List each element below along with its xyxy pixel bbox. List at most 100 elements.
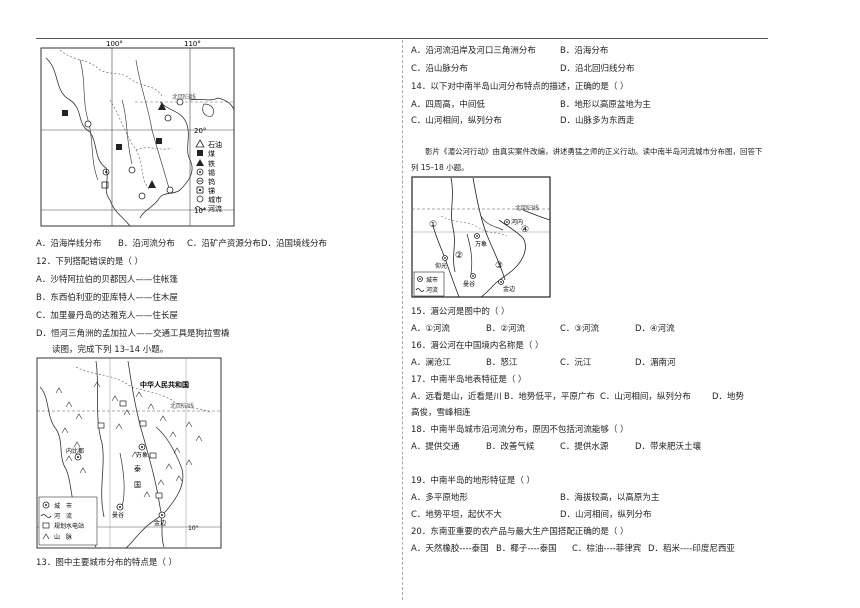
q13-stem: 13．图中主要城市分布的特点是（ ） bbox=[36, 558, 178, 568]
q13-option-c: C．沿山脉分布 bbox=[411, 64, 468, 74]
q15-stem: 15．湄公河是图中的（ ） bbox=[411, 307, 510, 317]
q13-option-a: A．沿河流沿岸及河口三角洲分布 bbox=[411, 46, 536, 56]
region-label-guo: 国 bbox=[134, 481, 141, 489]
city-phnompenh: 金边 bbox=[154, 519, 166, 527]
q19-option-a: A．多平原地形 bbox=[411, 493, 468, 503]
river-number-3: ③ bbox=[495, 261, 503, 271]
indochina-hydro-map: 中华人民共和国 北回归线 内比都 万象 曼谷 金边 泰 国 10° 城 市 河 … bbox=[36, 357, 222, 549]
legend-tin: 锡 bbox=[208, 168, 215, 177]
river-city-map-svg: ① ② ③ ④ 北回归线 河内 万象 仰光 曼谷 金边 城市 河流 bbox=[411, 176, 551, 298]
q11-option-a: A．沿海岸线分布 bbox=[36, 239, 102, 249]
legend-iron: 铁 bbox=[208, 159, 215, 168]
legend-city: 城市 bbox=[208, 195, 222, 204]
river-number-4: ④ bbox=[521, 225, 529, 235]
indochina-hydro-map-svg: 中华人民共和国 北回归线 内比都 万象 曼谷 金边 泰 国 10° 城 市 河 … bbox=[36, 357, 222, 549]
country-label: 中华人民共和国 bbox=[140, 380, 189, 389]
mountain-legend-icon bbox=[42, 533, 50, 540]
q11-option-b: B．沿河流分布 bbox=[118, 239, 175, 249]
q12-option-b: B．东西伯利亚的亚库特人——住木屋 bbox=[36, 293, 178, 303]
q20-stem: 20．东南亚重要的农产品与最大生产国搭配正确的是（ ） bbox=[411, 527, 629, 537]
q14-option-b: B．地形以高原盆地为主 bbox=[560, 100, 651, 110]
legend-river-2: 河 流 bbox=[54, 512, 72, 520]
river-legend-icon-3 bbox=[415, 288, 425, 292]
q14-option-a: A．四周高，中间低 bbox=[411, 100, 485, 110]
q13-option-d: D．沿北回归线分布 bbox=[560, 64, 635, 74]
q18-stem: 18．中南半岛城市沿河流分布，原因不包括河流能够（ ） bbox=[411, 425, 629, 435]
q15-option-c: C．③河流 bbox=[560, 324, 600, 334]
column-divider bbox=[402, 40, 403, 600]
river-number-1: ① bbox=[429, 220, 437, 230]
legend-tungsten: 钨 bbox=[208, 177, 215, 186]
mineral-legend: 石油 煤 铁 锡 钨 锑 城市 河流 bbox=[194, 139, 222, 213]
q15-option-a: A．①河流 bbox=[411, 324, 450, 334]
q18-option-c: C．提供水源 bbox=[560, 442, 609, 452]
legend-antimony: 锑 bbox=[208, 186, 215, 195]
legend-city-2: 城 市 bbox=[54, 502, 72, 510]
legend-coal: 煤 bbox=[208, 149, 215, 158]
intro-15-18: 影片《湄公河行动》由真实案件改编，讲述勇猛之师的正义行动。读中南半岛河流城市分布… bbox=[425, 147, 763, 156]
q11-option-d: D．沿国境线分布 bbox=[261, 239, 328, 249]
q20-option-d: D．稻米----印度尼西亚 bbox=[648, 544, 735, 554]
q17-option-d-tail: 高俊，雪峰相连 bbox=[411, 408, 471, 418]
city-hanoi: 河内 bbox=[511, 218, 523, 226]
mineral-map-svg: 100° 110° 20° 10° 北回归线 石油 煤 铁 锡 钨 锑 城市 河… bbox=[40, 40, 235, 227]
q18-option-a: A．提供交通 bbox=[411, 442, 460, 452]
hydro-station-icons bbox=[97, 400, 163, 499]
q19-stem: 19．中南半岛的地形特征是（ ） bbox=[411, 476, 536, 486]
q16-stem: 16．湄公河在中国境内名称是（ ） bbox=[411, 341, 544, 351]
iron-legend-icon bbox=[196, 159, 204, 166]
lon-label-100: 100° bbox=[106, 40, 123, 48]
antimony-legend-icon bbox=[196, 186, 204, 194]
q20-option-b: B．椰子----泰国 bbox=[496, 544, 557, 554]
q16-option-c: C．沅江 bbox=[560, 358, 592, 368]
coal-legend-icon bbox=[197, 150, 203, 156]
tungsten-legend-icon bbox=[196, 177, 204, 185]
lon-label-110: 110° bbox=[184, 40, 201, 48]
iron-icon bbox=[158, 102, 166, 110]
q14-option-d: D．山脉多为东西走 bbox=[560, 116, 635, 126]
q12-option-a: A．沙特阿拉伯的贝都因人——住帐篷 bbox=[36, 275, 178, 285]
legend-river-3: 河流 bbox=[426, 286, 438, 294]
q13-option-b: B．沿海分布 bbox=[560, 46, 609, 56]
river-legend-icon-2 bbox=[40, 514, 52, 518]
q16-option-d: D．湄南河 bbox=[635, 358, 676, 368]
city-naypyidaw: 内比都 bbox=[66, 447, 84, 455]
tropic-label: 北回归线 bbox=[172, 93, 196, 101]
river-legend-icon bbox=[194, 206, 206, 210]
intro-15-18-b: 列 15–18 小题。 bbox=[411, 163, 469, 172]
legend-city-3: 城市 bbox=[426, 276, 438, 284]
oil-icon bbox=[195, 139, 205, 148]
city-bangkok-3: 曼谷 bbox=[463, 280, 475, 288]
lat-label-20: 20° bbox=[194, 127, 206, 135]
q12-stem: 12．下列搭配错误的是（ ） bbox=[36, 257, 144, 267]
mineral-map: 100° 110° 20° 10° 北回归线 石油 煤 铁 锡 钨 锑 城市 河… bbox=[40, 40, 236, 228]
coal-icon bbox=[156, 138, 162, 144]
q15-option-b: B．②河流 bbox=[486, 324, 525, 334]
header-rule bbox=[36, 38, 768, 39]
mountain-pattern bbox=[55, 381, 203, 498]
lat-label-10-2: 10° bbox=[188, 525, 199, 532]
q12-option-c: C．加里曼丹岛的达雅克人——住长屋 bbox=[36, 311, 178, 321]
coal-icon bbox=[62, 110, 68, 116]
q14-stem: 14．以下对中南半岛山河分布特点的描述，正确的是（ ） bbox=[411, 82, 629, 92]
hydro-legend-icon bbox=[42, 522, 50, 529]
antimony-icon bbox=[101, 181, 109, 189]
region-label-tai: 泰 bbox=[134, 464, 141, 473]
q11-option-c: C．沿矿产资源分布 bbox=[187, 239, 261, 249]
q19-option-d: D．山河相间，纵列分布 bbox=[560, 510, 652, 520]
tin-icon bbox=[102, 168, 110, 176]
city-vientiane-3: 万象 bbox=[475, 240, 487, 248]
city-legend-icon bbox=[196, 195, 204, 203]
city-phnompenh-3: 金边 bbox=[503, 285, 515, 293]
legend-mountain: 山 脉 bbox=[54, 533, 72, 541]
q19-option-b: B．海拔较高，以高原为主 bbox=[560, 493, 660, 503]
river-number-2: ② bbox=[455, 251, 463, 261]
q18-option-b: B．改善气候 bbox=[486, 442, 535, 452]
iron-icon bbox=[148, 180, 156, 188]
q17-option-d: D．地势 bbox=[712, 392, 745, 402]
tropic-label-2: 北回归线 bbox=[170, 402, 194, 410]
city-yangon: 仰光 bbox=[435, 262, 447, 270]
river-city-legend: 城市 河流 bbox=[413, 271, 445, 297]
tin-legend-icon bbox=[196, 168, 204, 176]
q12-option-d: D．恒河三角洲的孟加拉人——交通工具是狗拉雪橇 bbox=[36, 329, 230, 339]
